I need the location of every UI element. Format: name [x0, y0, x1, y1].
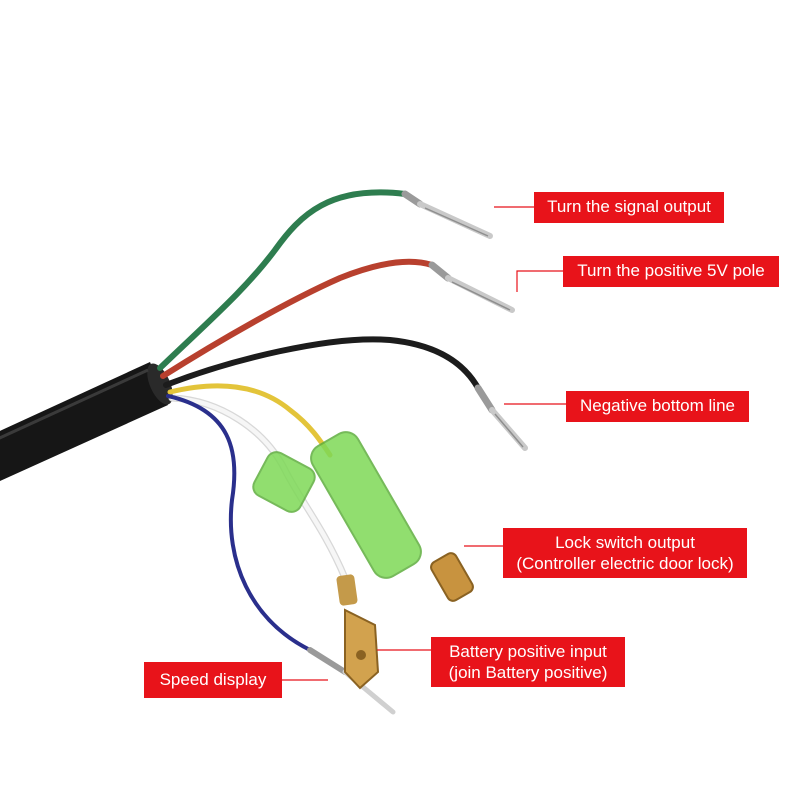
- large-green-sleeve: [310, 431, 474, 602]
- label-negative-bottom: Negative bottom line: [566, 391, 749, 422]
- label-speed-display: Speed display: [144, 662, 282, 698]
- cable-jacket: [0, 362, 173, 481]
- wire-black: [163, 336, 528, 451]
- wire-green: [157, 189, 493, 371]
- label-battery: Battery positive input (join Battery pos…: [431, 637, 625, 687]
- wire-yellow: [167, 383, 333, 458]
- label-positive-5v: Turn the positive 5V pole: [563, 256, 779, 287]
- leader-lines: [282, 206, 566, 681]
- small-green-sleeve: [252, 451, 316, 513]
- label-signal-output: Turn the signal output: [534, 192, 724, 223]
- leader-positive-5v: [516, 270, 563, 292]
- label-lock-switch: Lock switch output (Controller electric …: [503, 528, 747, 578]
- wire-red: [160, 258, 515, 379]
- spade-terminal: [336, 574, 380, 690]
